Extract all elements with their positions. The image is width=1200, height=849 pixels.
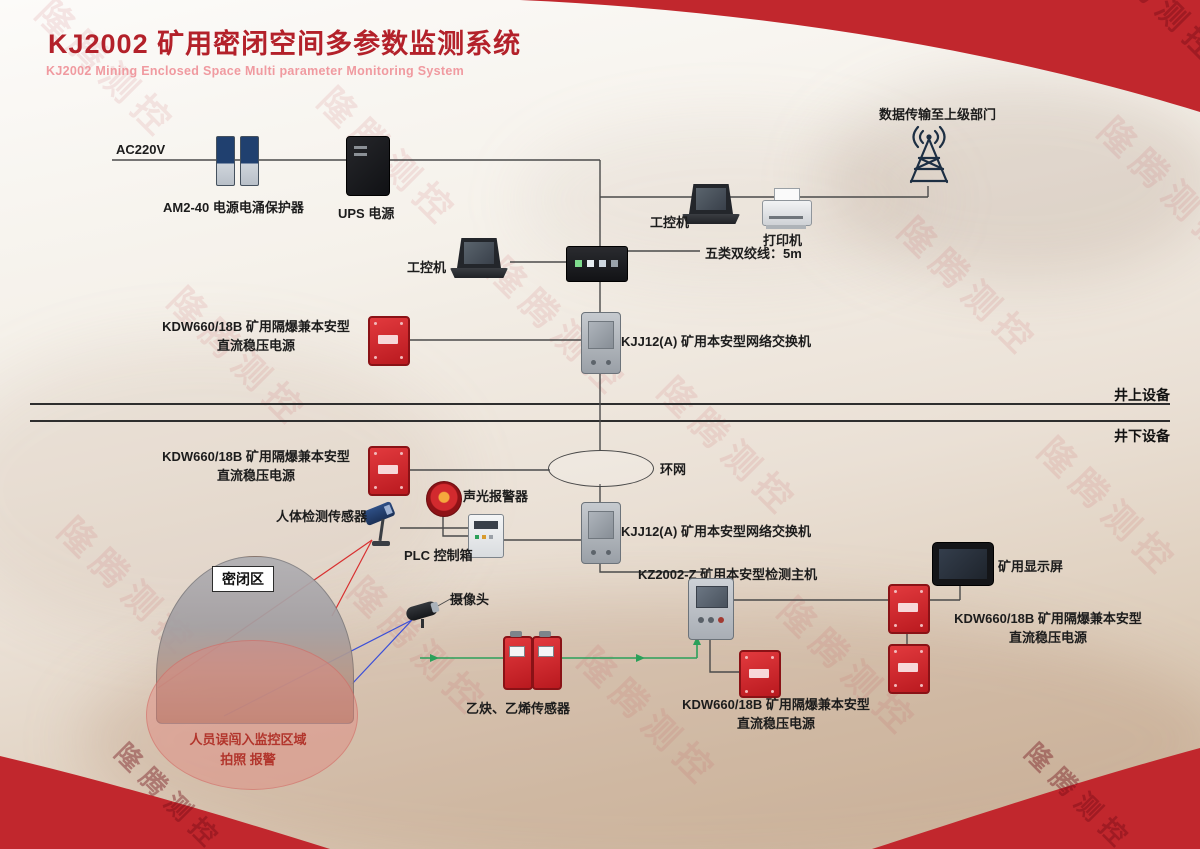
printer-tray (766, 225, 806, 229)
ring-network-label: 环网 (660, 462, 687, 477)
industrial-pc-icon (450, 238, 508, 282)
kdw-label-line1: KDW660/18B 矿用隔爆兼本安型 (682, 697, 870, 712)
printer-icon (762, 188, 812, 230)
kdw-power-supply-icon (368, 446, 410, 496)
camera-mount (421, 619, 424, 628)
sensor-base (372, 541, 390, 546)
page-subtitle: KJ2002 Mining Enclosed Space Multi param… (46, 64, 465, 78)
gas-sensor-icon (503, 631, 533, 690)
detection-host-label: KZ2002-Z 矿用本安型检测主机 (638, 567, 818, 582)
industrial-pc-label: 工控机 (650, 215, 690, 230)
ups-icon (346, 136, 390, 196)
watermark: 隆腾测控 (1018, 737, 1140, 849)
network-switch-label: KJJ12(A) 矿用本安型网络交换机 (621, 334, 811, 349)
enclosed-area-label: 密闭区 (212, 566, 274, 592)
kdw-power-supply-label: KDW660/18B 矿用隔爆兼本安型 直流稳压电源 (150, 318, 362, 356)
kdw-power-supply-icon (739, 650, 781, 698)
page-title: KJ2002 矿用密闭空间多参数监测系统 (48, 29, 522, 59)
watermark: 隆腾测控 (160, 279, 317, 436)
watermark: 隆腾测控 (1090, 109, 1200, 266)
network-switch-icon (581, 312, 621, 374)
antenna-icon (909, 125, 949, 184)
human-detect-sensor-icon (360, 500, 404, 550)
laptop-base (682, 214, 740, 224)
kdw-label-line1: KDW660/18B 矿用隔爆兼本安型 (162, 449, 350, 464)
kdw-power-supply-label: KDW660/18B 矿用隔爆兼本安型 直流稳压电源 (664, 696, 888, 734)
intrusion-line2: 拍照 报警 (220, 752, 276, 768)
kdw-label-line1: KDW660/18B 矿用隔爆兼本安型 (954, 611, 1142, 626)
ups-label: UPS 电源 (338, 206, 395, 221)
kdw-label-line1: KDW660/18B 矿用隔爆兼本安型 (162, 319, 350, 334)
printer-label: 打印机 (763, 233, 803, 248)
plc-control-box-icon (468, 514, 504, 558)
industrial-pc-label: 工控机 (407, 260, 447, 275)
kdw-power-supply-icon (888, 584, 930, 634)
watermark: 隆腾测控 (1093, 0, 1200, 72)
kdw-label-line2: 直流稳压电源 (216, 467, 295, 483)
surface-section-label: 井上设备 (1114, 387, 1170, 403)
laptop-screen (689, 184, 733, 214)
surge-protector-icon (216, 136, 262, 186)
mining-display-label: 矿用显示屏 (998, 559, 1064, 574)
kdw-label-line2: 直流稳压电源 (736, 715, 815, 731)
camera-icon (404, 599, 444, 630)
detection-host-icon (688, 578, 734, 640)
kdw-label-line2: 直流稳压电源 (1008, 629, 1087, 645)
sensor-pole (378, 518, 385, 542)
antenna-label: 数据传输至上级部门 (879, 107, 997, 122)
kdw-power-supply-label: KDW660/18B 矿用隔爆兼本安型 直流稳压电源 (936, 610, 1160, 648)
printer-body (762, 200, 812, 226)
kdw-power-supply-icon (888, 644, 930, 694)
intrusion-warning-label: 人员误闯入监控区域 拍照 报警 (164, 730, 332, 770)
kdw-label-line2: 直流稳压电源 (216, 337, 295, 353)
kdw-power-supply-label: KDW660/18B 矿用隔爆兼本安型 直流稳压电源 (150, 448, 362, 486)
sound-light-alarm-label: 声光报警器 (463, 489, 529, 504)
surge-unit (240, 136, 259, 186)
watermark: 隆腾测控 (890, 209, 1047, 366)
kdw-power-supply-icon (368, 316, 410, 366)
top-right-ribbon (520, 0, 1200, 112)
gas-sensor-label: 乙炔、乙烯传感器 (466, 701, 571, 716)
intrusion-line1: 人员误闯入监控区域 (189, 732, 307, 747)
surge-protector-label: AM2-40 电源电涌保护器 (163, 200, 304, 215)
human-detect-sensor-label: 人体检测传感器 (276, 509, 368, 524)
network-switch-label: KJJ12(A) 矿用本安型网络交换机 (621, 524, 811, 539)
watermark: 隆腾测控 (650, 369, 807, 526)
sensor-head (362, 500, 396, 527)
plc-control-box-label: PLC 控制箱 (404, 548, 473, 563)
gas-sensor-icon (532, 631, 562, 690)
camera-label: 摄像头 (450, 592, 490, 607)
industrial-pc-icon (682, 184, 740, 228)
laptop-base (450, 268, 508, 278)
cat5-label: 五类双绞线：5m (705, 246, 802, 261)
surge-unit (216, 136, 235, 186)
ac220v-label: AC220V (116, 142, 166, 157)
bottom-right-ribbon (872, 748, 1200, 849)
network-switch-icon (581, 502, 621, 564)
media-converter-icon (566, 246, 628, 282)
mining-display-icon (932, 542, 994, 586)
background-wash (820, 80, 1200, 280)
ring-network-icon (548, 450, 654, 487)
underground-section-label: 井下设备 (1114, 428, 1170, 444)
sound-light-alarm-icon (426, 481, 462, 517)
laptop-screen (457, 238, 501, 268)
